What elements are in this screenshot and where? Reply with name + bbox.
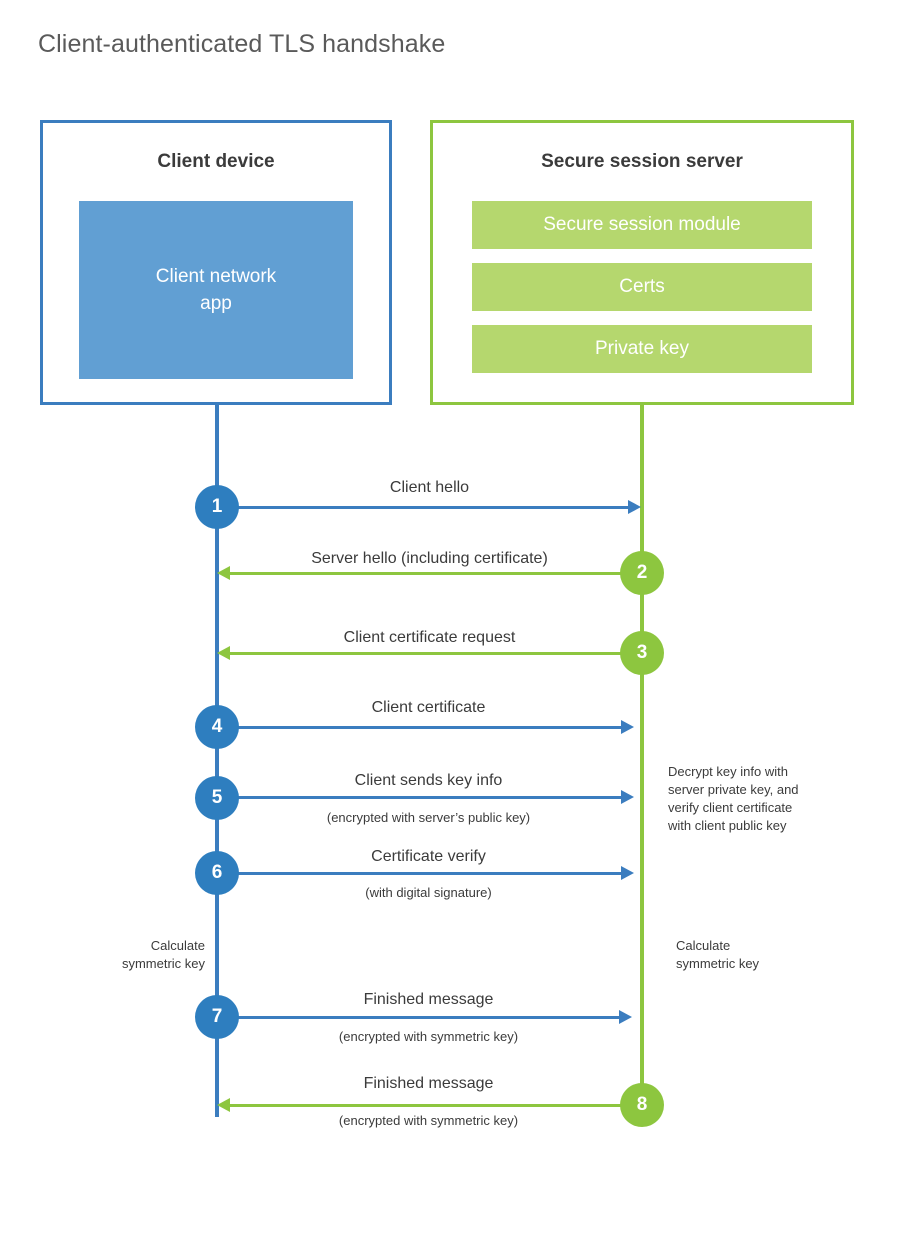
server-calculate-symmetric-key-annotation: Calculate symmetric key — [676, 938, 760, 971]
step-6-circle[interactable]: 6 — [195, 851, 239, 895]
client-lifeline — [215, 405, 219, 1117]
step-8-arrow-head-icon — [217, 1098, 230, 1112]
step-3-label: Client certificate request — [343, 629, 516, 646]
step-2-arrow-head-icon — [217, 566, 230, 580]
step-4-arrow-line — [217, 726, 622, 729]
step-5-label: Client sends key info — [354, 772, 503, 789]
server-component-private-key: Private key — [472, 325, 812, 373]
step-8-circle[interactable]: 8 — [620, 1083, 664, 1127]
step-2-circle[interactable]: 2 — [620, 551, 664, 595]
page-title: Client-authenticated TLS handshake — [38, 30, 446, 58]
step-5-arrow-line — [217, 796, 622, 799]
step-8-sublabel: (encrypted with symmetric key) — [338, 1113, 519, 1128]
secure-session-server-box: Secure session server Secure session mod… — [430, 120, 854, 405]
step-2-arrow-line — [230, 572, 642, 575]
client-device-box: Client device Client network app — [40, 120, 392, 405]
step-3-arrow-head-icon — [217, 646, 230, 660]
step-6-arrow-head-icon — [621, 866, 634, 880]
server-component-secure-session-module: Secure session module — [472, 201, 812, 249]
step-4-circle[interactable]: 4 — [195, 705, 239, 749]
step-6-sublabel: (with digital signature) — [365, 885, 492, 900]
step-1-arrow-head-icon — [628, 500, 641, 514]
client-calculate-symmetric-key-annotation: Calculate symmetric key — [121, 938, 205, 971]
client-device-title: Client device — [157, 151, 275, 172]
step-5-sublabel: (encrypted with server’s public key) — [326, 810, 531, 825]
step-7-arrow-head-icon — [619, 1010, 632, 1024]
step-8-arrow-line — [230, 1104, 642, 1107]
step-3-circle[interactable]: 3 — [620, 631, 664, 675]
step-4-label: Client certificate — [371, 699, 486, 716]
client-network-app-block: Client network app — [79, 201, 353, 379]
step-2-label: Server hello (including certificate) — [311, 550, 548, 567]
step-7-arrow-line — [217, 1016, 620, 1019]
step-3-arrow-line — [230, 652, 642, 655]
server-lifeline — [640, 405, 644, 1105]
secure-session-server-title: Secure session server — [541, 151, 743, 172]
step-7-label: Finished message — [363, 991, 494, 1008]
step-5-arrow-head-icon — [621, 790, 634, 804]
step-7-circle[interactable]: 7 — [195, 995, 239, 1039]
step-1-label: Client hello — [389, 479, 470, 496]
server-component-certs: Certs — [472, 263, 812, 311]
step-4-arrow-head-icon — [621, 720, 634, 734]
step-8-label: Finished message — [363, 1075, 494, 1092]
step-6-arrow-line — [217, 872, 622, 875]
server-decrypt-annotation: Decrypt key info with server private key… — [668, 764, 799, 833]
step-6-label: Certificate verify — [371, 848, 486, 865]
step-1-arrow-line — [217, 506, 629, 509]
server-components-list: Secure session module Certs Private key — [472, 201, 812, 373]
step-5-circle[interactable]: 5 — [195, 776, 239, 820]
step-7-sublabel: (encrypted with symmetric key) — [338, 1029, 519, 1044]
step-1-circle[interactable]: 1 — [195, 485, 239, 529]
client-network-app-label: Client network app — [155, 266, 277, 314]
